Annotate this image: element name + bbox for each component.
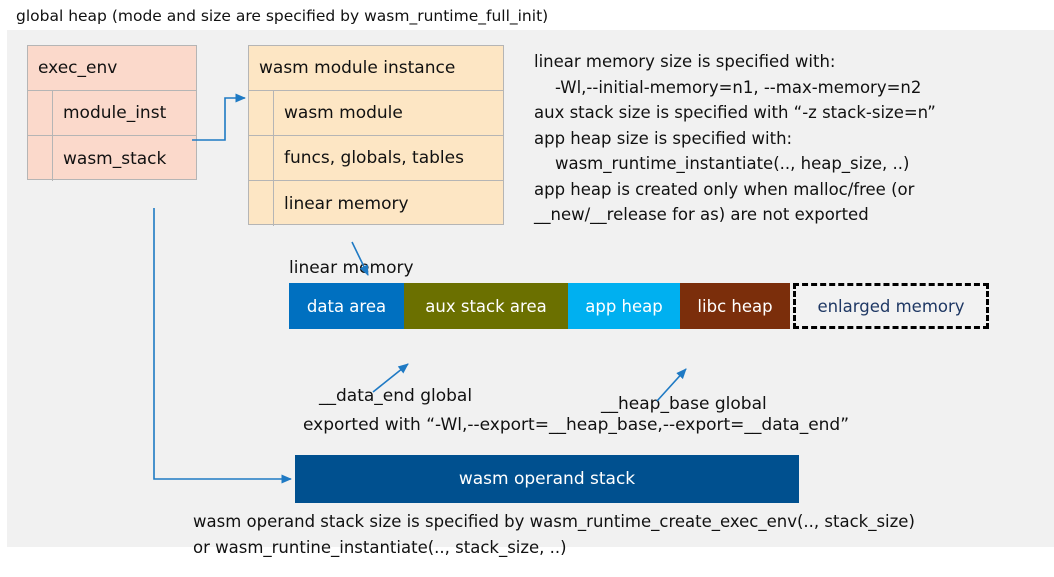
wasm-stack-to-operand-stack-arrow [153, 208, 292, 484]
memory-segment-label: libc heap [697, 296, 773, 316]
memory-segment-aux-stack-area: aux stack area [404, 283, 568, 329]
module-inst-label: module_inst [63, 103, 167, 123]
memory-segment-label: app heap [585, 296, 663, 316]
memory-segment-label: data area [306, 296, 387, 316]
exec-env-title-label: exec_env [38, 58, 118, 78]
row-indent [249, 136, 274, 180]
module-inst-to-instance-arrow [192, 93, 246, 141]
page-title: global heap (mode and size are specified… [16, 7, 549, 25]
wasm-stack-label: wasm_stack [63, 148, 167, 169]
row-indent [249, 91, 274, 135]
row-indent [28, 91, 53, 135]
memory-configuration-notes: linear memory size is specified with: -W… [534, 52, 936, 224]
memory-segment-label: enlarged memory [817, 296, 965, 316]
heap-base-global-caption: __heap_base global [601, 394, 767, 414]
linear-memory-bar: data area aux stack area app heap libc heap… [289, 283, 989, 329]
linear-memory-section-label: linear memory [289, 258, 414, 278]
operand-stack-size-note: wasm operand stack size is specified by … [193, 512, 915, 557]
row-indent [249, 181, 274, 226]
exec-env-row-title: exec_env [28, 46, 196, 91]
data-end-global-caption: __data_end global [319, 386, 473, 406]
diagram-canvas: exec_env module_inst wasm_stack wasm mod… [7, 30, 1054, 557]
wasm-module-instance-box: wasm module instance wasm module funcs, … [248, 45, 504, 226]
module-instance-row-funcs-globals-tables: funcs, globals, tables [249, 136, 503, 181]
exec-env-row-wasm-stack: wasm_stack [28, 136, 196, 181]
memory-segment-libc-heap: libc heap [680, 283, 790, 329]
memory-segment-app-heap: app heap [568, 283, 680, 329]
wasm-module-label: wasm module [284, 103, 403, 123]
wasm-operand-stack-label: wasm operand stack [458, 469, 636, 489]
memory-segment-enlarged-memory: enlarged memory [793, 283, 989, 329]
wasm-operand-stack-box: wasm operand stack [295, 455, 799, 503]
linear-memory-row-label: linear memory [284, 193, 409, 214]
exec-env-box: exec_env module_inst wasm_stack [27, 45, 197, 181]
module-instance-title-label: wasm module instance [259, 58, 456, 78]
exec-env-row-module-inst: module_inst [28, 91, 196, 136]
memory-segment-label: aux stack area [425, 296, 547, 316]
module-instance-row-wasm-module: wasm module [249, 91, 503, 136]
row-indent [28, 136, 53, 181]
export-flags-caption: exported with “-Wl,--export=__heap_base,… [303, 415, 850, 435]
module-instance-row-title: wasm module instance [249, 46, 503, 91]
module-instance-row-linear-memory: linear memory [249, 181, 503, 226]
funcs-globals-tables-label: funcs, globals, tables [284, 148, 464, 168]
memory-segment-data-area: data area [289, 283, 404, 329]
